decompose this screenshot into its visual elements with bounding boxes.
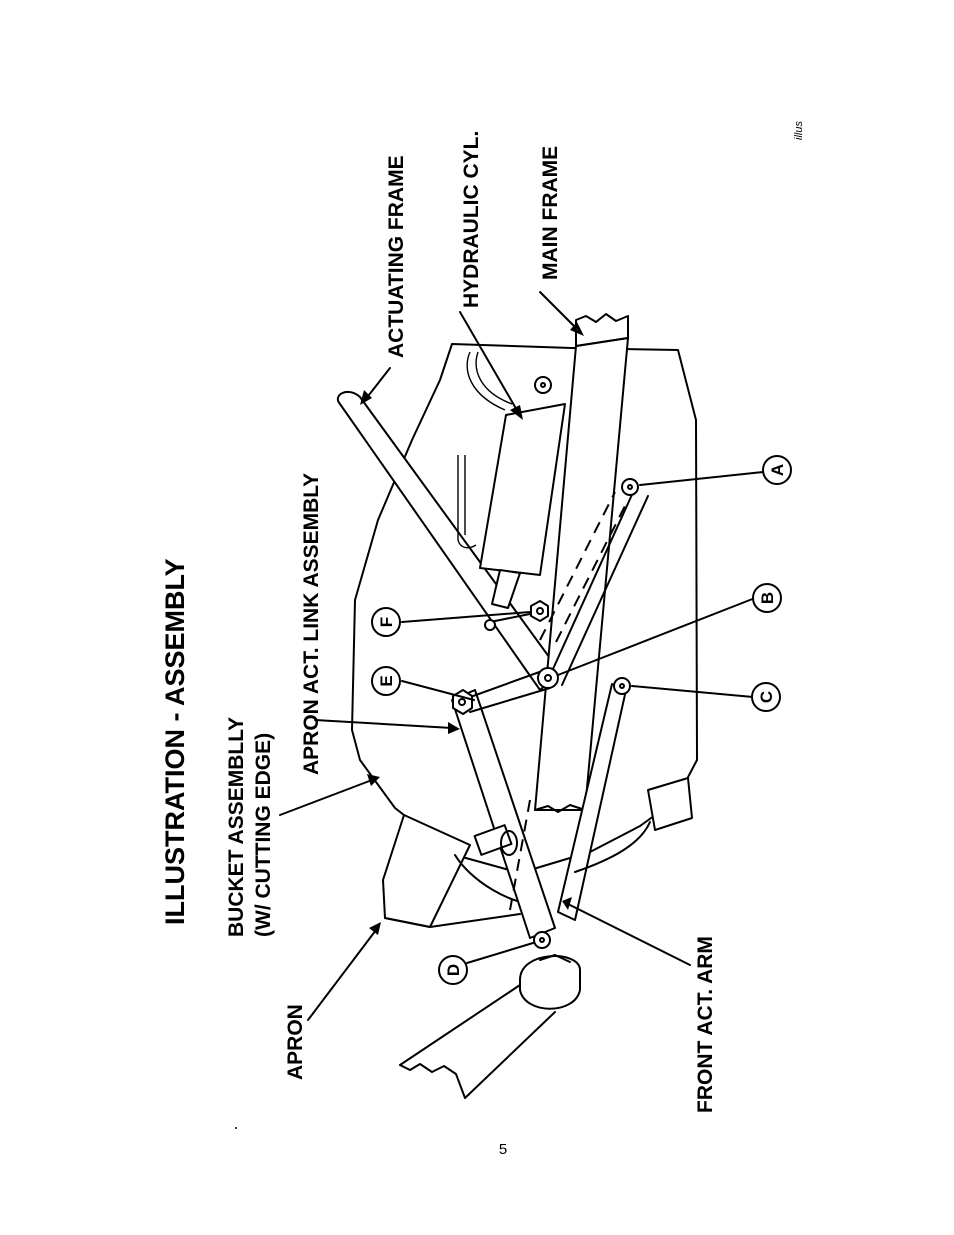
bucket-label-line2: (W/ CUTTING EDGE): [252, 733, 275, 937]
illus-tag: illus: [793, 121, 805, 140]
main-frame: [534, 313, 629, 813]
linkages: [461, 487, 693, 911]
actuating-frame: [337, 391, 561, 691]
page-title: ILLUSTRATION - ASSEMBLY: [160, 558, 190, 925]
pin-a-label: A: [768, 464, 787, 476]
pin-d-label: D: [444, 964, 463, 976]
pin-a: A: [762, 455, 792, 485]
pivot-points: [452, 478, 639, 949]
pin-d: D: [438, 955, 468, 985]
bucket-label-line1: BUCKET ASSEMBLLY: [225, 717, 248, 937]
apron-act-link-assembly: [451, 689, 556, 939]
pin-e: E: [371, 666, 401, 696]
actuating-frame-label: ACTUATING FRAME: [385, 155, 408, 358]
front-act-arm-label: FRONT ACT. ARM: [694, 936, 717, 1113]
apron-link-label: APRON ACT. LINK ASSEMBLY: [300, 473, 323, 775]
page-number: 5: [499, 1141, 507, 1158]
pin-c: C: [751, 682, 781, 712]
pin-e-label: E: [377, 675, 396, 686]
pin-f: F: [371, 607, 401, 637]
main-frame-label: MAIN FRAME: [539, 146, 562, 280]
apron-label: APRON: [284, 1004, 307, 1080]
hydraulic-cylinder: [457, 351, 566, 609]
hydraulic-cyl-label: HYDRAULIC CYL.: [460, 131, 483, 308]
stray-dot: [235, 1127, 237, 1129]
pin-c-label: C: [757, 691, 776, 703]
pin-b-label: B: [758, 592, 777, 604]
leader-lines: [279, 291, 764, 1021]
pin-b: B: [752, 583, 782, 613]
pin-f-label: F: [377, 617, 396, 627]
